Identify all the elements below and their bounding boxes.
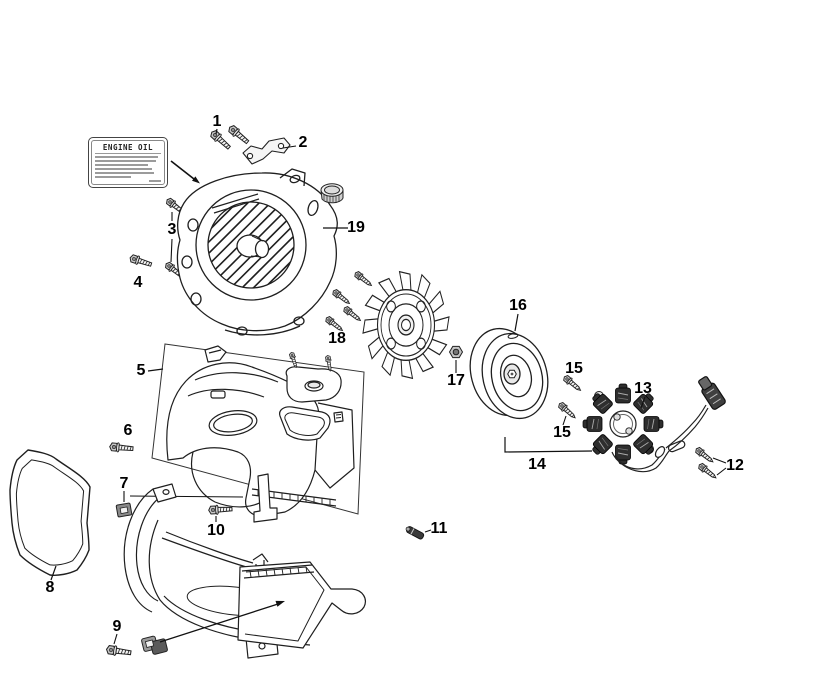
oil-cap <box>320 183 344 204</box>
callout-5: 5 <box>136 362 146 379</box>
speed-clip <box>141 600 285 655</box>
bolt-part-10 <box>207 503 233 522</box>
cooling-fan-impeller <box>362 271 450 379</box>
flywheel-part-16 <box>469 313 549 420</box>
callout-1: 1 <box>212 113 222 130</box>
callout-8: 8 <box>45 579 55 596</box>
callout-14: 14 <box>528 456 546 473</box>
callout-16: 16 <box>509 297 527 314</box>
shroud-group-box <box>151 343 365 515</box>
callout-19: 19 <box>347 219 365 236</box>
clip-nut-part-7 <box>115 491 244 518</box>
callout-10: 10 <box>207 522 225 539</box>
callout-11: 11 <box>430 520 448 537</box>
callout-18: 18 <box>328 330 346 347</box>
oil-label-inner: ENGINE OIL <box>91 140 165 185</box>
gasket-part-8 <box>9 449 91 581</box>
screws-part-15 <box>556 373 584 426</box>
upper-shroud-part-5 <box>166 345 355 523</box>
wire-harness <box>611 376 726 473</box>
oil-label-heading: ENGINE OIL <box>95 143 161 154</box>
callout-7: 7 <box>119 475 129 492</box>
callout-15b: 15 <box>553 424 571 441</box>
oil-label-fine-print-line <box>95 164 148 166</box>
callout-15a: 15 <box>565 360 583 377</box>
oil-label-fine-print-line <box>95 156 158 158</box>
oil-label-arrow <box>170 160 200 184</box>
callout-6: 6 <box>123 422 133 439</box>
oil-label-fine-print-line <box>95 168 152 170</box>
callout-17: 17 <box>447 372 465 389</box>
engine-oil-label: ENGINE OIL <box>88 137 168 188</box>
callout-3: 3 <box>167 221 177 238</box>
fan-cover-part-19 <box>176 168 348 336</box>
callout-4: 4 <box>133 274 143 291</box>
bolt-part-1 <box>208 123 252 152</box>
bolts-part-12 <box>693 445 727 482</box>
nut-part-17 <box>448 345 464 373</box>
stator-part-13 <box>582 383 664 465</box>
bracket-part-2 <box>242 137 297 165</box>
callout-13: 13 <box>634 380 652 397</box>
callout-12: 12 <box>726 457 744 474</box>
oil-label-fine-print-mark <box>149 180 161 182</box>
bolt-part-9 <box>105 633 132 659</box>
bolt-part-4 <box>128 253 153 270</box>
oil-label-fine-print-line <box>95 160 156 162</box>
callout-9: 9 <box>112 618 122 635</box>
oil-label-fine-print-line <box>95 172 155 174</box>
bolt-part-6 <box>108 441 134 454</box>
lower-shroud-assembly <box>123 483 366 659</box>
oil-label-fine-print-line <box>95 176 132 178</box>
leader-line-part-5 <box>147 368 164 372</box>
pin-part-11 <box>405 526 432 540</box>
leader-line-part-14 <box>504 437 593 453</box>
screws-part-3 <box>163 196 188 282</box>
callout-2: 2 <box>298 134 308 151</box>
